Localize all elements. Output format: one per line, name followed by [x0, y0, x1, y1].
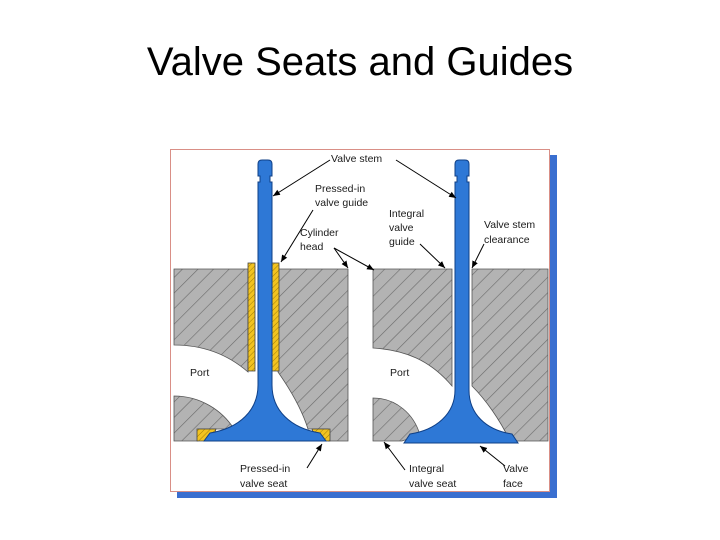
label-valve-stem: Valve stem [331, 153, 382, 165]
label-integral-seat-2: valve seat [409, 478, 456, 490]
label-pressed-in-seat-1: Pressed-in [240, 463, 290, 475]
label-valve-face-2: face [503, 478, 523, 490]
label-valve-face-1: Valve [503, 463, 529, 475]
right-cylinder-head [372, 268, 549, 442]
slide-title: Valve Seats and Guides [146, 40, 574, 84]
label-pressed-in-guide-2: valve guide [315, 197, 368, 209]
left-valve [203, 159, 327, 442]
label-pressed-in-seat-2: valve seat [240, 478, 287, 490]
label-integral-guide-2: valve [389, 222, 414, 234]
label-port-right: Port [390, 367, 409, 379]
label-integral-seat-1: Integral [409, 463, 444, 475]
label-integral-guide-3: guide [389, 236, 415, 248]
label-pressed-in-guide-1: Pressed-in [315, 183, 365, 195]
label-cylinder-head-2: head [300, 241, 324, 253]
label-stem-clearance-2: clearance [484, 234, 530, 246]
left-cylinder-head [173, 268, 349, 442]
label-stem-clearance-1: Valve stem [484, 219, 535, 231]
label-integral-guide-1: Integral [389, 208, 424, 220]
leader-lines [272, 159, 506, 471]
label-port-left: Port [190, 367, 209, 379]
label-cylinder-head-1: Cylinder [300, 227, 339, 239]
right-valve [403, 159, 519, 444]
